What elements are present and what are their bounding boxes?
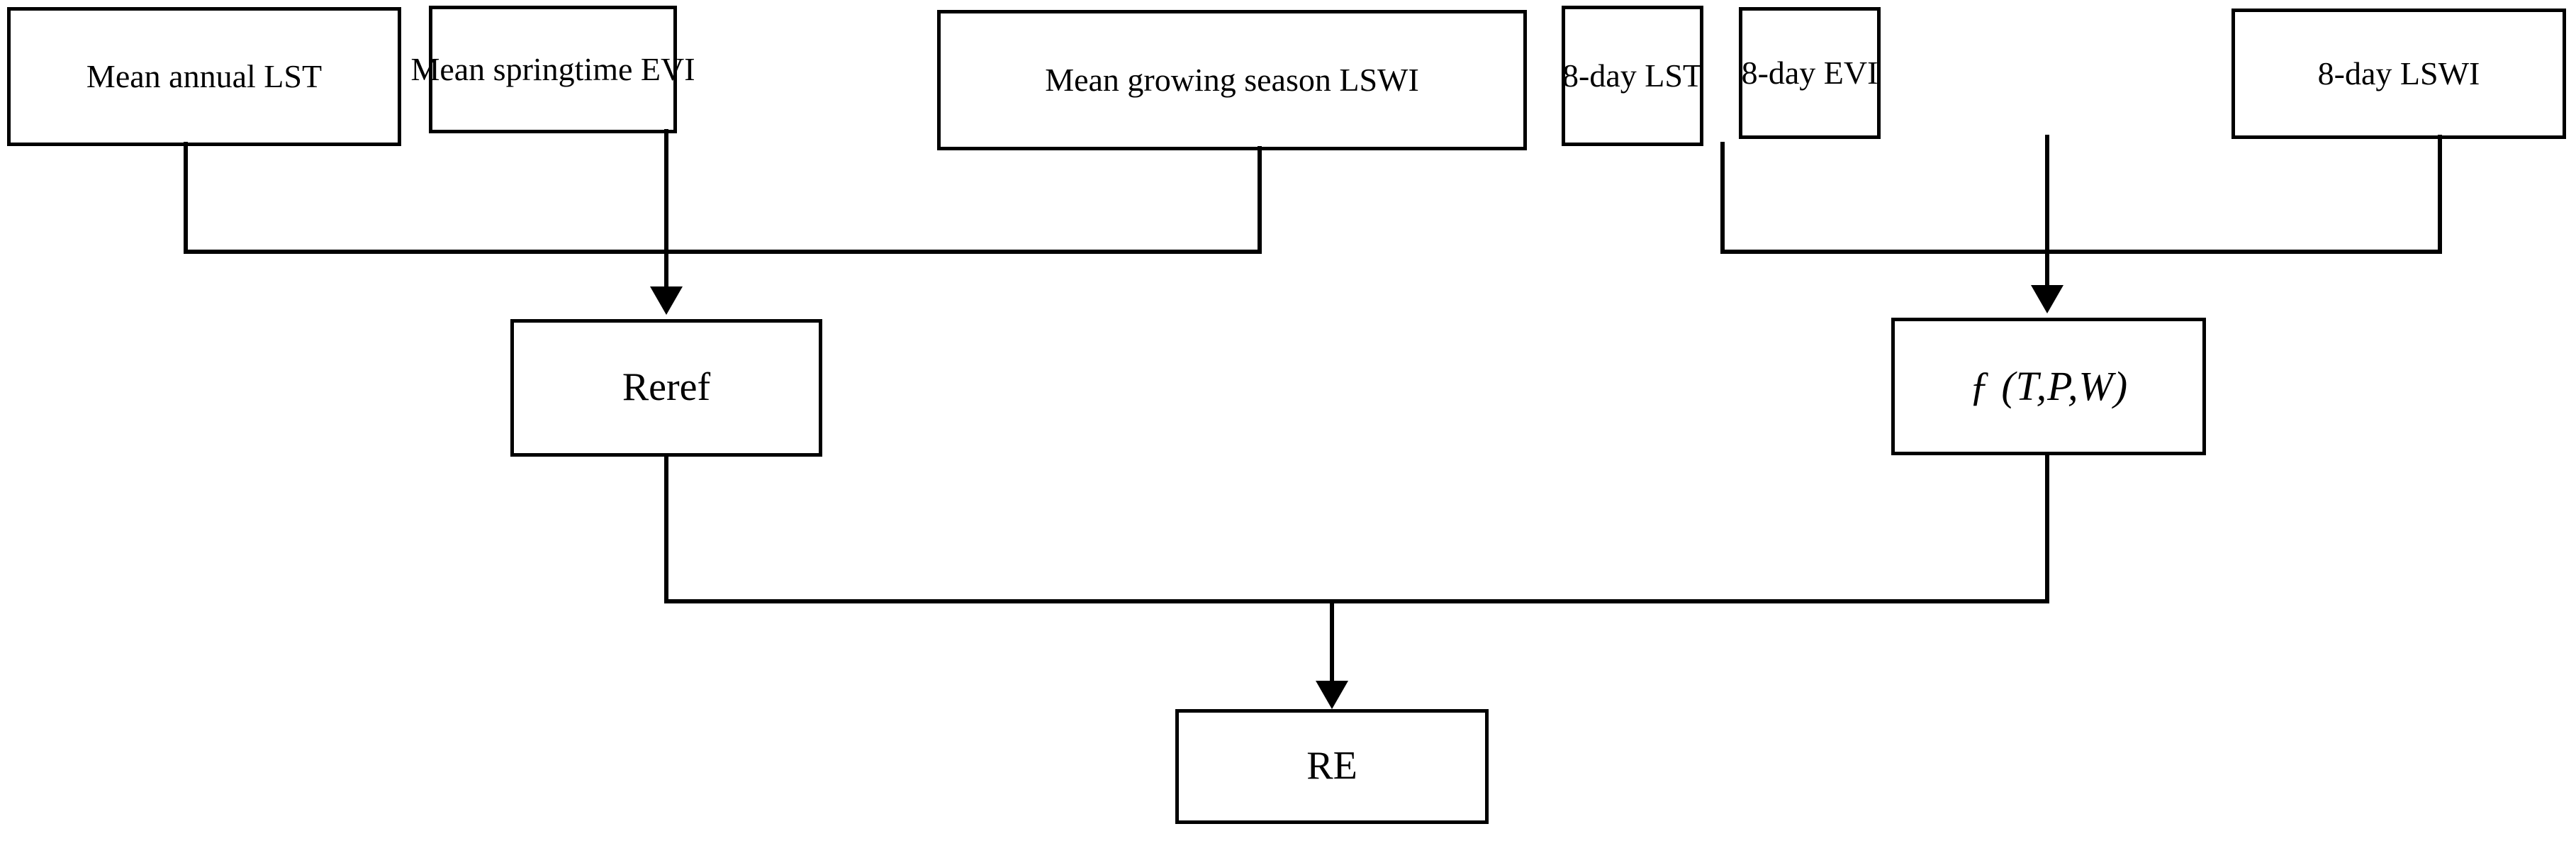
node-label: Mean annual LST: [86, 57, 323, 94]
edge-right-collection-bus: [1720, 250, 2442, 254]
edge-left-collection-bus: [184, 250, 1262, 254]
edge-f-t-p-w-drop: [2045, 454, 2049, 603]
arrowhead-to-re: [1316, 681, 1348, 709]
arrowhead-to-reref: [650, 286, 683, 315]
edge-mean-springtime-evi-drop: [664, 129, 668, 288]
node-mean-annual-lst[interactable]: Mean annual LST: [7, 7, 401, 146]
node-reref[interactable]: Reref: [510, 319, 822, 457]
edge-8-day-evi-drop: [2045, 135, 2049, 286]
node-label: ƒ (T,P,W): [1969, 363, 2129, 410]
arrowhead-to-f-t-p-w: [2031, 285, 2063, 313]
node-mean-springtime-evi[interactable]: Mean springtime EVI: [410, 6, 695, 133]
node-re[interactable]: RE: [1175, 709, 1489, 824]
node-label: Reref: [622, 365, 711, 410]
node-label: Mean growing season LSWI: [1045, 61, 1419, 98]
node-f-t-p-w[interactable]: ƒ (T,P,W): [1891, 318, 2206, 455]
node-label: RE: [1306, 744, 1357, 789]
edge-re-drop: [1330, 599, 1334, 684]
node-8-day-lst[interactable]: 8-day LST: [1562, 6, 1703, 146]
node-label: 8-day LSWI: [2317, 55, 2480, 91]
edge-mean-annual-lst-drop: [184, 142, 188, 254]
edge-8-day-lst-drop: [1720, 142, 1725, 254]
node-label: Mean springtime EVI: [410, 50, 695, 87]
edge-merge-bus: [664, 599, 2049, 603]
node-label: 8-day LST: [1562, 57, 1703, 94]
node-8-day-lswi[interactable]: 8-day LSWI: [2231, 9, 2566, 139]
edge-reref-drop: [664, 454, 668, 603]
node-mean-growing-season-lswi[interactable]: Mean growing season LSWI: [937, 10, 1527, 150]
node-8-day-evi[interactable]: 8-day EVI: [1739, 7, 1881, 139]
edge-8-day-lswi-drop: [2438, 135, 2442, 254]
node-label: 8-day EVI: [1741, 54, 1878, 91]
edge-mean-growing-season-lswi-drop: [1258, 146, 1262, 254]
